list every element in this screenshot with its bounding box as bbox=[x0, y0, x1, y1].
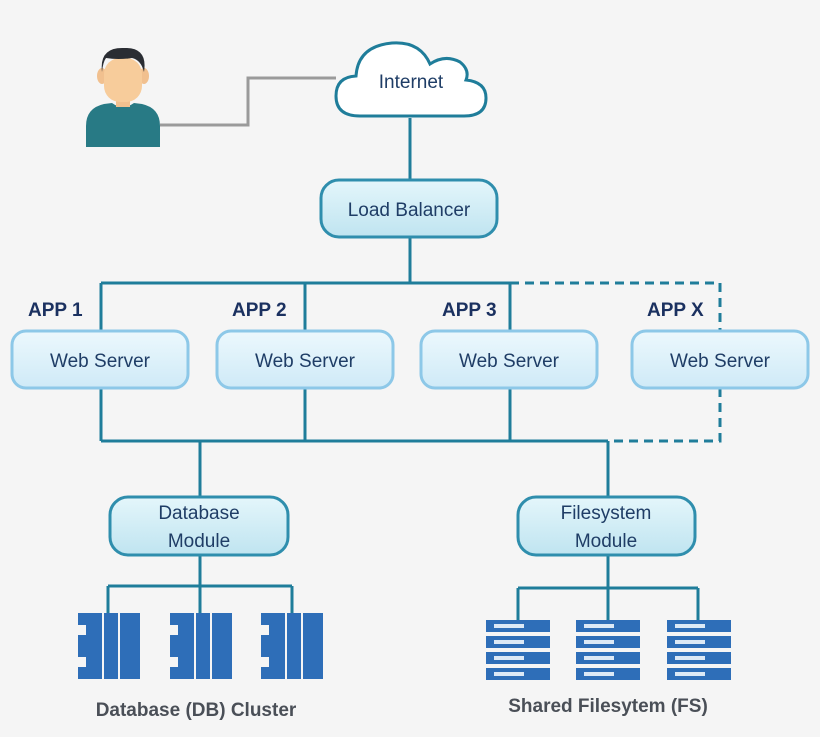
database-server-icon bbox=[78, 613, 140, 679]
file-server-icon bbox=[576, 620, 640, 680]
appx-top-dashed-line bbox=[510, 281, 722, 332]
appx-bottom-dashed-line bbox=[608, 388, 722, 443]
database-module-line1: Database bbox=[158, 503, 239, 524]
web-server-app-x: Web Server bbox=[630, 329, 810, 390]
web-server-2-label: Web Server bbox=[255, 351, 356, 372]
connector-lines bbox=[99, 118, 700, 620]
app-2-label: APP 2 bbox=[232, 300, 287, 321]
web-server-3-label: Web Server bbox=[459, 351, 560, 372]
database-server-icon bbox=[170, 613, 232, 679]
filesystem-module-line1: Filesystem bbox=[561, 503, 652, 524]
file-server-icon bbox=[667, 620, 731, 680]
user-icon bbox=[86, 47, 160, 147]
filesystem-module-node: Filesystem Module bbox=[516, 495, 697, 557]
database-server-icon bbox=[261, 613, 323, 679]
optional-app-dashed-lines bbox=[510, 281, 722, 443]
internet-cloud: Internet bbox=[334, 41, 488, 118]
db-cluster-caption: Database (DB) Cluster bbox=[96, 700, 297, 721]
web-server-app-2: Web Server bbox=[215, 329, 395, 390]
internet-label: Internet bbox=[379, 72, 444, 93]
database-module-node: Database Module bbox=[108, 495, 290, 557]
app-1-label: APP 1 bbox=[28, 300, 83, 321]
database-module-line2: Module bbox=[168, 531, 230, 552]
load-balancer-label: Load Balancer bbox=[348, 200, 471, 221]
user-to-internet-line bbox=[160, 76, 336, 127]
web-server-x-label: Web Server bbox=[670, 351, 771, 372]
web-server-1-label: Web Server bbox=[50, 351, 151, 372]
web-server-app-1: Web Server bbox=[10, 329, 190, 390]
file-server-icon bbox=[486, 620, 550, 680]
filesystem-module-line2: Module bbox=[575, 531, 637, 552]
shared-filesystem bbox=[486, 620, 731, 680]
app-x-label: APP X bbox=[647, 300, 704, 321]
load-balancer-node: Load Balancer bbox=[319, 178, 499, 239]
database-cluster bbox=[78, 613, 323, 679]
app-3-label: APP 3 bbox=[442, 300, 497, 321]
cloud-icon bbox=[334, 41, 488, 118]
web-server-app-3: Web Server bbox=[419, 329, 599, 390]
shared-fs-caption: Shared Filesytem (FS) bbox=[508, 696, 708, 717]
